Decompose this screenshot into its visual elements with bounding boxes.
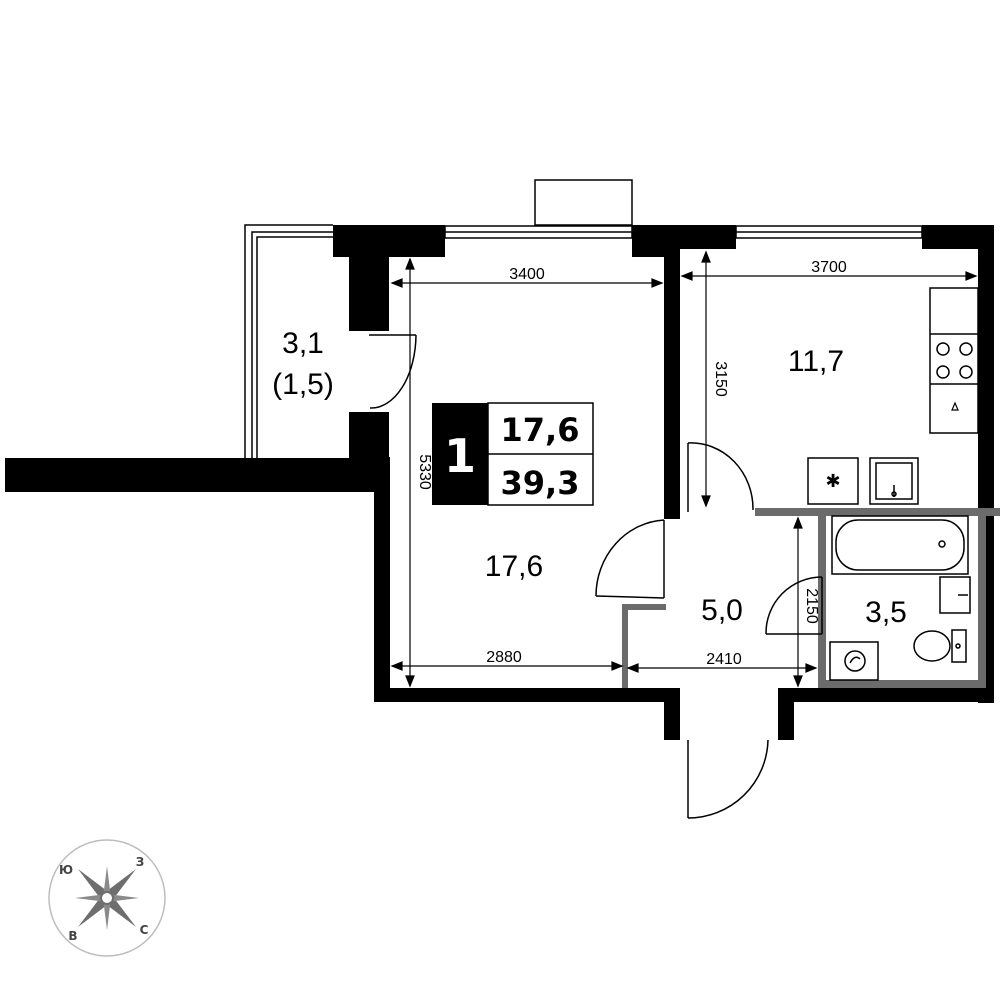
room-areas: 3,1 (1,5) 17,6 11,7 5,0 3,5 <box>272 327 907 629</box>
dim-living-depth: 5330 <box>416 454 433 490</box>
dim-living-width-bottom: 2880 <box>486 649 522 666</box>
balcony-reduced-area: (1,5) <box>272 368 334 401</box>
bathtub-icon <box>831 515 969 575</box>
stove-icon <box>936 342 973 379</box>
compass-east: З <box>136 855 145 869</box>
dim-kitchen-width: 3700 <box>811 259 847 276</box>
dimension-labels: 3400 3700 3150 5330 2880 2410 2150 <box>416 259 847 668</box>
sink-icon <box>869 457 919 505</box>
hall-area: 5,0 <box>701 594 743 627</box>
kitchen-counter <box>929 287 979 434</box>
dimension-lines <box>390 250 978 688</box>
toilet-icon <box>913 629 967 663</box>
total-area: 39,3 <box>501 464 580 502</box>
bathroom-area: 3,5 <box>865 596 907 629</box>
dim-living-width-top: 3400 <box>509 266 545 283</box>
fridge-icon: ✱ <box>807 457 859 505</box>
compass-south: С <box>140 923 149 937</box>
doors <box>369 334 823 819</box>
svg-text:✱: ✱ <box>825 471 840 492</box>
summary-badge: 1 17,6 39,3 <box>432 402 594 506</box>
hood-icon <box>951 401 959 411</box>
dim-bathroom-depth: 2150 <box>803 588 820 624</box>
compass-west: В <box>68 929 77 943</box>
windows <box>244 179 923 458</box>
living-room-area: 17,6 <box>485 550 543 583</box>
rooms-count: 1 <box>444 429 476 483</box>
compass-icon: Ю З С В <box>48 839 166 957</box>
walls <box>5 225 994 740</box>
washbasin-icon <box>939 576 971 614</box>
dim-kitchen-depth: 3150 <box>712 361 729 397</box>
balcony-area: 3,1 <box>282 327 324 360</box>
living-area-total: 17,6 <box>501 411 580 449</box>
compass-north: Ю <box>59 863 73 877</box>
washing-machine-icon <box>829 641 879 681</box>
kitchen-area: 11,7 <box>788 345 844 378</box>
dim-hall-width: 2410 <box>706 651 742 668</box>
